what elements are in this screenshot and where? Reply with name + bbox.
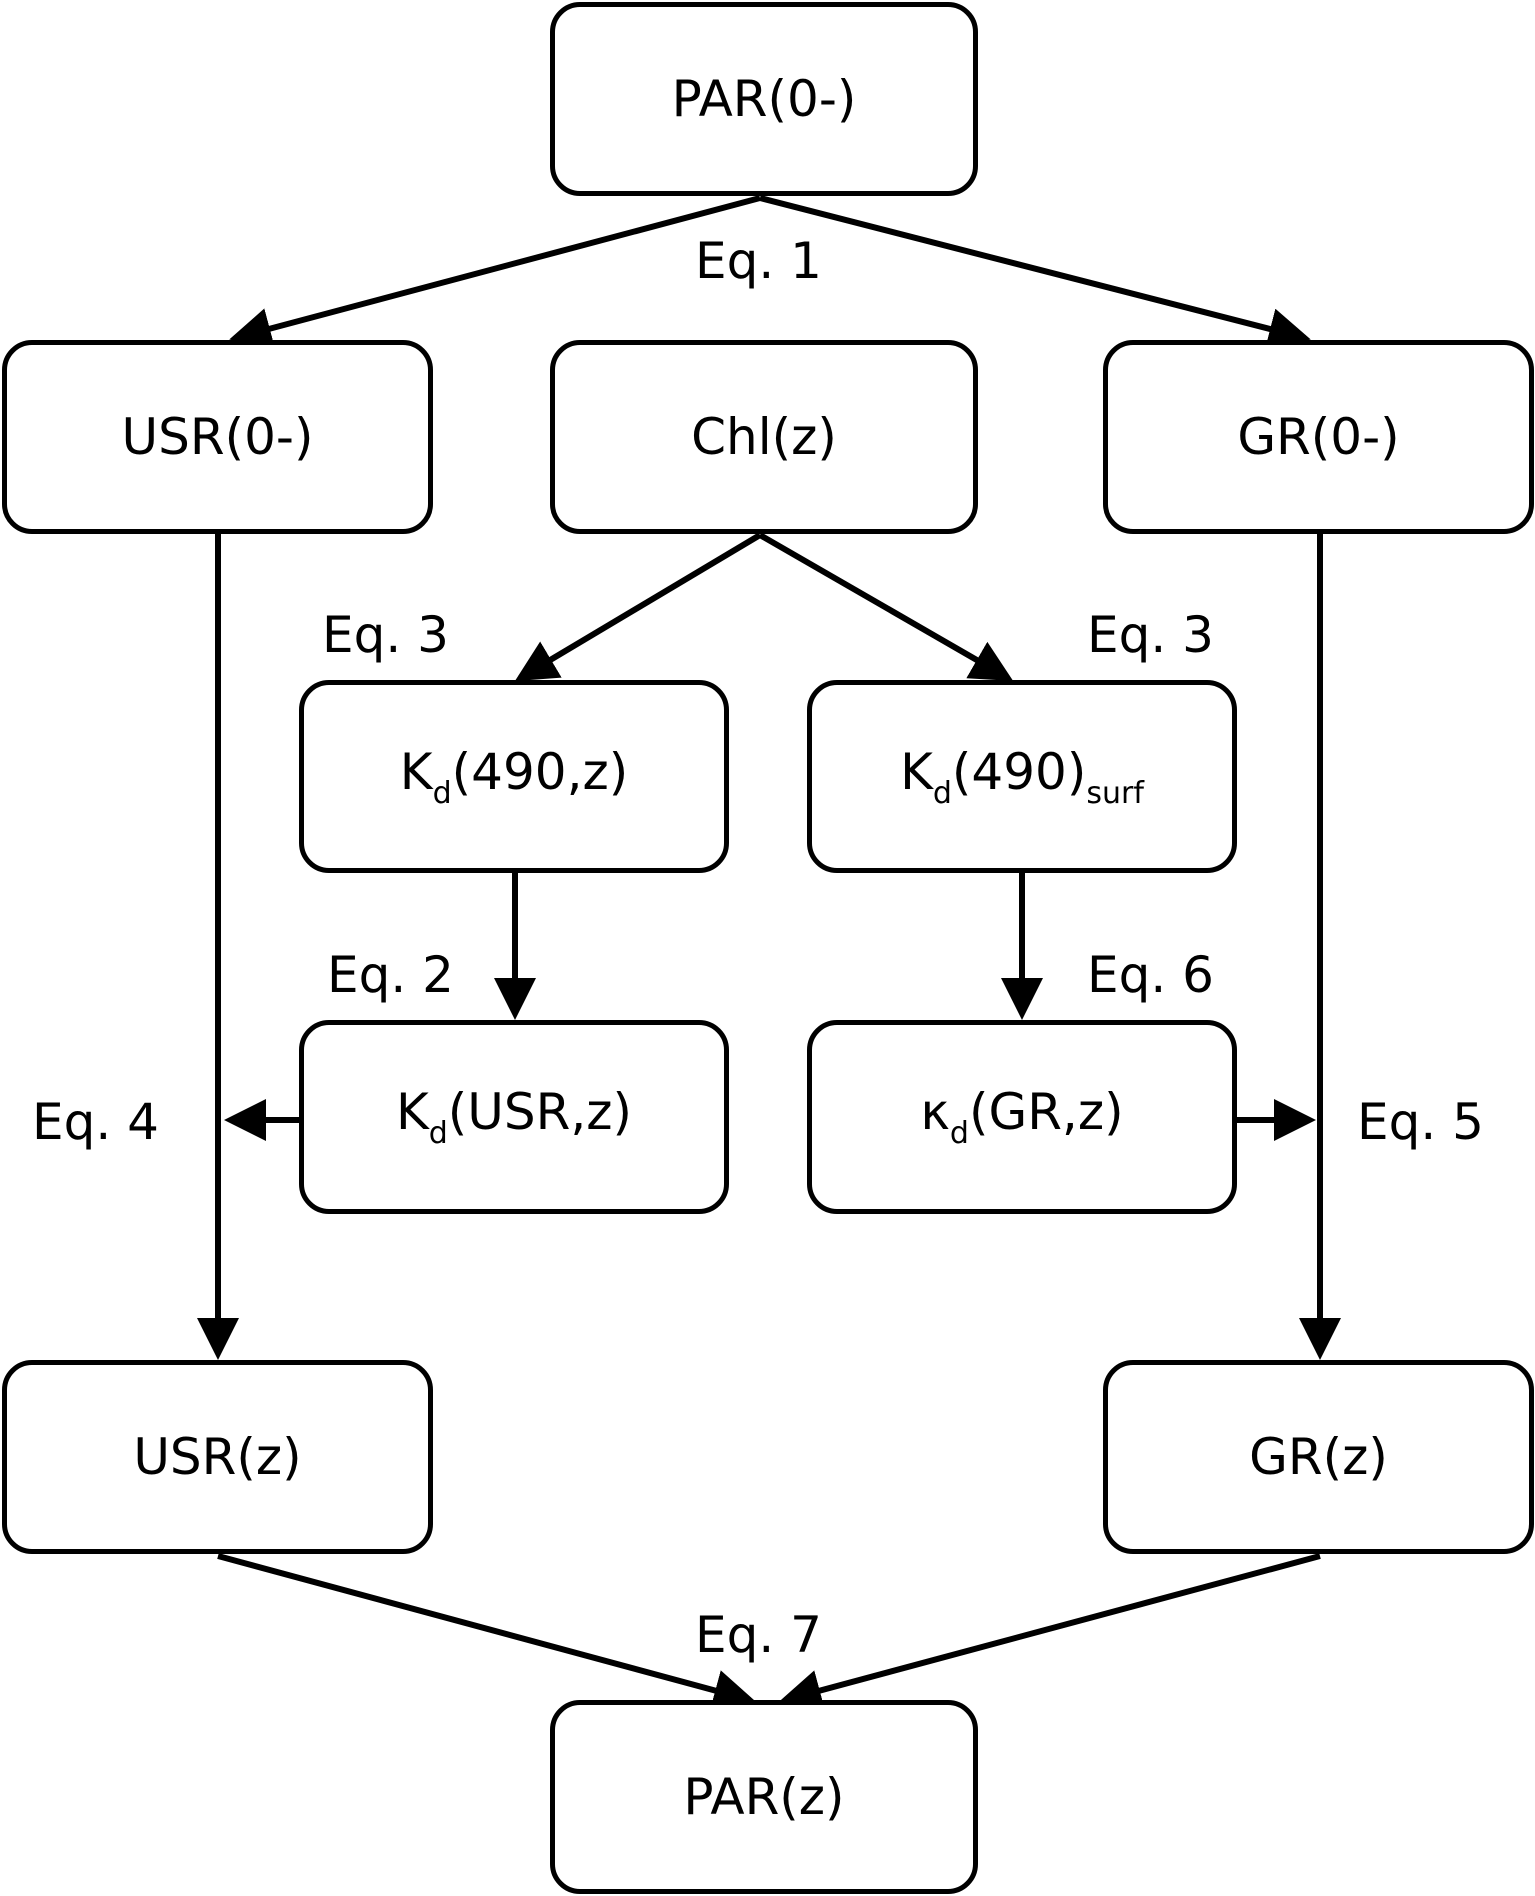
label-eq1: Eq. 1: [695, 232, 822, 290]
label-eq3-left: Eq. 3: [322, 606, 449, 664]
node-label: GR(0-): [1237, 408, 1400, 466]
node-label: Kd(490,z): [399, 742, 629, 811]
node-label: PAR(z): [683, 1768, 845, 1826]
label-eq3-right: Eq. 3: [1087, 606, 1214, 664]
arrow-par0-to-gr0: [759, 195, 1311, 350]
node-label: USR(0-): [121, 408, 314, 466]
node-label: PAR(0-): [671, 70, 857, 128]
arrow-par0-to-usr0: [229, 195, 761, 350]
arrow-grz-to-parz: [779, 1553, 1321, 1711]
node-usr0: USR(0-): [2, 340, 433, 534]
node-kdusr: Kd(USR,z): [299, 1020, 729, 1214]
node-label: Kd(490)surf: [900, 742, 1144, 811]
node-kd490surf: Kd(490)surf: [807, 680, 1237, 873]
node-label: Chl(z): [691, 408, 837, 466]
arrow-usrz-to-parz: [217, 1553, 756, 1711]
node-parz: PAR(z): [550, 1700, 978, 1894]
label-eq5: Eq. 5: [1357, 1093, 1484, 1151]
node-par0: PAR(0-): [550, 2, 978, 196]
label-eq2: Eq. 2: [327, 946, 454, 1004]
node-label: GR(z): [1249, 1428, 1388, 1486]
label-eq4: Eq. 4: [32, 1093, 159, 1151]
node-chl: Chl(z): [550, 340, 978, 534]
node-usrz: USR(z): [2, 1360, 433, 1554]
node-kd490z: Kd(490,z): [299, 680, 729, 873]
node-grz: GR(z): [1103, 1360, 1534, 1554]
label-eq6: Eq. 6: [1087, 946, 1214, 1004]
node-gr0: GR(0-): [1103, 340, 1534, 534]
label-eq7: Eq. 7: [695, 1606, 822, 1664]
node-kdgr: κd(GR,z): [807, 1020, 1237, 1214]
arrow-chl-to-kd490surf: [758, 532, 1014, 681]
node-label: USR(z): [133, 1428, 302, 1486]
node-label: Kd(USR,z): [395, 1083, 633, 1151]
node-label: κd(GR,z): [920, 1083, 1124, 1151]
arrow-chl-to-kd490z: [514, 532, 762, 682]
